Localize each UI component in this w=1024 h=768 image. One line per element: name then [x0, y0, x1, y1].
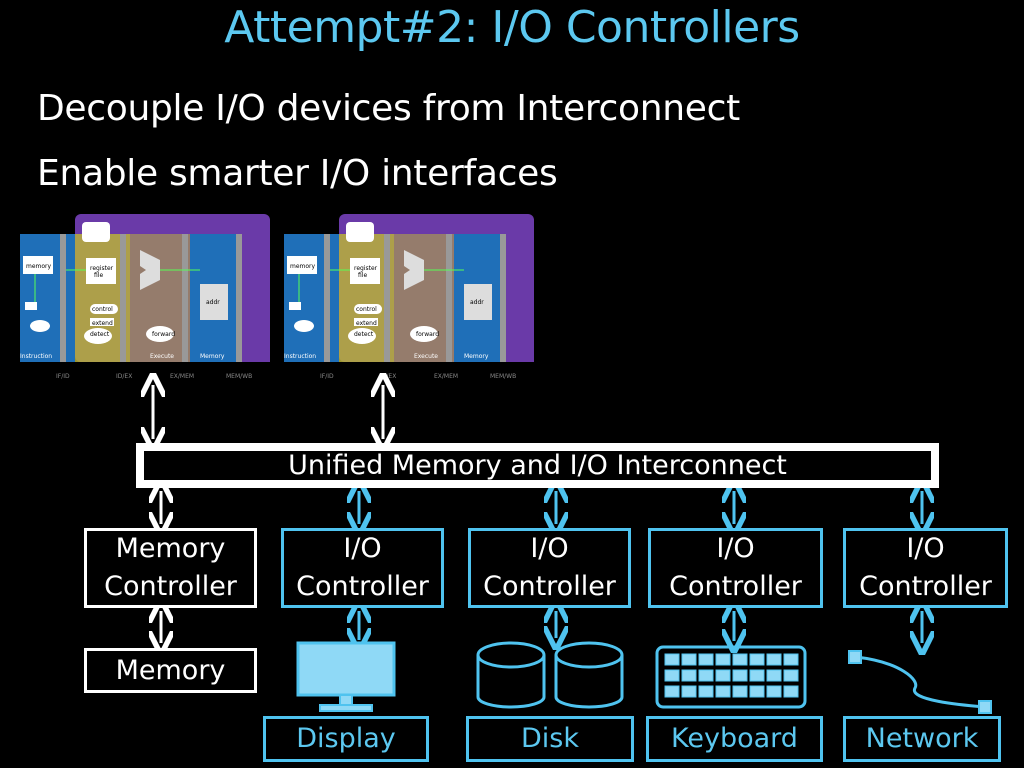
memory-box: Memory	[84, 648, 257, 693]
cpu-pipeline-1: memory register file control extend dete…	[20, 214, 270, 382]
io-controller-keyboard: I/O Controller	[648, 528, 823, 608]
cpu-pipeline-2: memory register file control extend dete…	[284, 214, 534, 382]
bullet-decouple: Decouple I/O devices from Interconnect	[37, 88, 740, 129]
svg-text:extend: extend	[92, 320, 113, 327]
memory-controller-line2: Controller	[104, 571, 237, 602]
memory-controller-line1: Memory	[115, 533, 226, 564]
io-controller-line1: I/O	[530, 533, 569, 564]
svg-text:Execute: Execute	[414, 353, 438, 360]
svg-text:EX/MEM: EX/MEM	[170, 373, 194, 380]
svg-text:detect: detect	[354, 331, 374, 338]
io-controller-network: I/O Controller	[843, 528, 1008, 608]
monitor-icon	[296, 641, 396, 712]
svg-text:Memory: Memory	[464, 353, 489, 360]
svg-text:forward: forward	[416, 331, 439, 338]
slide-title: Attempt#2: I/O Controllers	[224, 2, 800, 53]
svg-text:addr: addr	[470, 299, 484, 306]
svg-text:MEM/WB: MEM/WB	[226, 373, 252, 380]
svg-text:ID/EX: ID/EX	[116, 373, 132, 380]
svg-text:addr: addr	[206, 299, 220, 306]
svg-text:Instruction: Instruction	[20, 353, 52, 360]
display-label: Display	[263, 716, 429, 762]
svg-text:Instruction: Instruction	[284, 353, 316, 360]
network-label: Network	[843, 716, 1001, 762]
svg-text:file: file	[94, 272, 103, 279]
svg-text:control: control	[92, 306, 113, 313]
unified-interconnect: Unified Memory and I/O Interconnect	[136, 443, 939, 488]
svg-text:register: register	[90, 265, 114, 272]
keyboard-label: Keyboard	[646, 716, 823, 762]
network-cable-icon	[848, 650, 992, 714]
disk-label: Disk	[466, 716, 634, 762]
svg-text:IF/ID: IF/ID	[320, 373, 334, 380]
io-controller-line2: Controller	[859, 571, 992, 602]
io-controller-line2: Controller	[296, 571, 429, 602]
svg-text:detect: detect	[90, 331, 110, 338]
svg-text:Execute: Execute	[150, 353, 174, 360]
svg-text:memory: memory	[290, 263, 316, 270]
svg-text:memory: memory	[26, 263, 52, 270]
io-controller-line1: I/O	[343, 533, 382, 564]
svg-text:extend: extend	[356, 320, 377, 327]
disk-icon	[476, 641, 624, 709]
svg-text:forward: forward	[152, 331, 175, 338]
svg-text:register: register	[354, 265, 378, 272]
keyboard-icon	[655, 645, 807, 709]
bullet-smarter-interfaces: Enable smarter I/O interfaces	[37, 153, 558, 194]
interconnect-label: Unified Memory and I/O Interconnect	[288, 449, 787, 481]
svg-text:MEM/WB: MEM/WB	[490, 373, 516, 380]
io-controller-line1: I/O	[716, 533, 755, 564]
io-controller-line2: Controller	[483, 571, 616, 602]
io-controller-display: I/O Controller	[281, 528, 444, 608]
svg-text:EX/MEM: EX/MEM	[434, 373, 458, 380]
memory-controller: Memory Controller	[84, 528, 257, 608]
svg-text:control: control	[356, 306, 377, 313]
svg-text:file: file	[358, 272, 367, 279]
io-controller-disk: I/O Controller	[468, 528, 631, 608]
io-controller-line2: Controller	[669, 571, 802, 602]
svg-text:Memory: Memory	[200, 353, 225, 360]
svg-text:IF/ID: IF/ID	[56, 373, 70, 380]
io-controller-line1: I/O	[906, 533, 945, 564]
